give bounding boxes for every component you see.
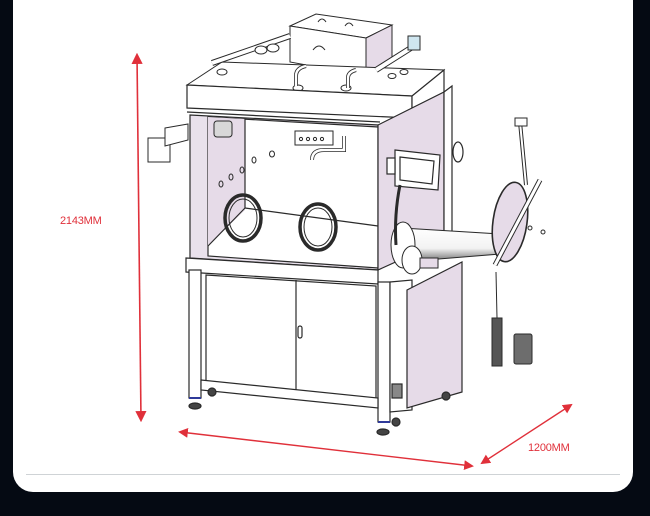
glovebox-drawing: [131, 13, 573, 470]
divider: [26, 474, 620, 475]
depth-dimension-label: 1200MM: [528, 442, 570, 454]
width-dimension-arrow: [178, 428, 474, 470]
depth-dimension-arrow: [480, 403, 573, 465]
transfer-chamber: [390, 117, 543, 275]
height-dimension-arrow: [131, 52, 147, 423]
base-cabinet: [185, 257, 463, 436]
height-dimension-label: 2143MM: [60, 215, 102, 227]
internal-fittings: [213, 120, 346, 161]
touch-screen: [386, 149, 441, 191]
caster-wheels: [188, 387, 451, 436]
loose-parts: [491, 225, 546, 367]
top-lid-box: [288, 13, 394, 77]
product-image-card: 2143MM 1200MM: [13, 0, 633, 492]
glove-ports: [218, 150, 338, 252]
side-mount-bracket: [147, 123, 189, 163]
